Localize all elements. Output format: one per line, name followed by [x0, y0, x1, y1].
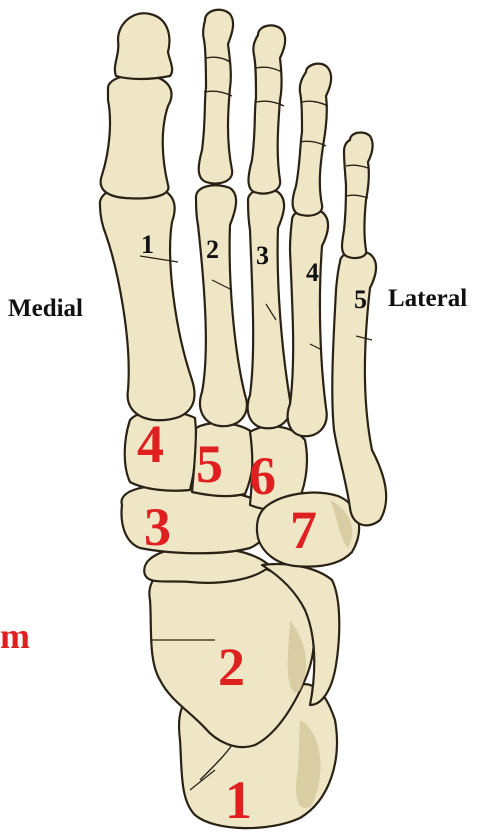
toe-3-phalanges [249, 25, 286, 193]
metatarsal-label-5: 5 [354, 285, 367, 314]
toe-4-phalanges [293, 64, 332, 216]
big-toe-proximal-phalanx [101, 75, 172, 199]
tarsal-label-4: 4 [137, 414, 164, 474]
metatarsal-label-2: 2 [206, 235, 219, 264]
tarsal-label-2: 2 [218, 637, 245, 697]
medial-label: Medial [8, 295, 83, 322]
metatarsal-4 [288, 209, 328, 436]
lateral-label: Lateral [388, 285, 467, 312]
tarsal-label-1: 1 [225, 770, 252, 830]
metatarsal-label-1: 1 [141, 230, 154, 259]
tarsal-label-5: 5 [196, 434, 223, 494]
big-toe-distal-phalanx [115, 13, 172, 79]
toe-2-phalanges [199, 10, 233, 184]
metatarsal-label-4: 4 [306, 258, 319, 287]
tarsal-label-7: 7 [290, 500, 317, 560]
tarsal-label-6: 6 [249, 446, 276, 506]
tarsal-label-3: 3 [144, 497, 171, 557]
metatarsal-2 [196, 185, 247, 426]
metatarsal-1 [100, 185, 195, 420]
edge-fragment-label: m [0, 616, 30, 656]
metatarsal-label-3: 3 [256, 241, 269, 270]
